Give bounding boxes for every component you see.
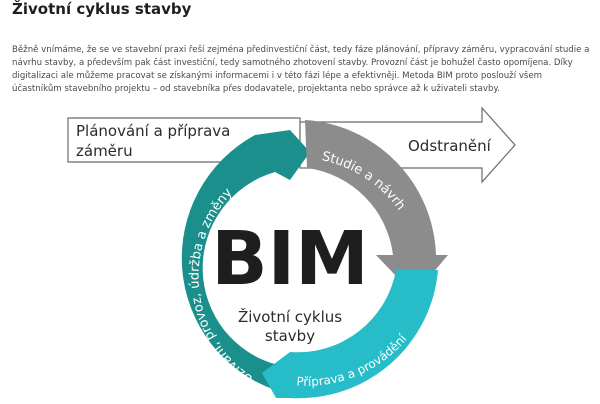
bim-lifecycle-diagram: Užívání, provoz, údržba a změny Studie a…	[0, 100, 600, 400]
bim-cycle-svg: Užívání, provoz, údržba a změny Studie a…	[67, 106, 516, 399]
removal-label: Odstranění	[408, 137, 492, 155]
center-subtitle-line1: Životní cyklus	[238, 307, 342, 326]
cycle-arc-study	[305, 120, 448, 295]
center-subtitle-line2: stavby	[265, 327, 315, 345]
bim-center-label: BIM	[211, 216, 369, 302]
planning-label-line2: záměru	[76, 142, 133, 160]
cycle-arc-usage	[181, 130, 310, 390]
planning-label-line1: Plánování a příprava	[76, 122, 230, 140]
cycle-arc-preparation	[262, 270, 438, 399]
intro-paragraph: Běžně vnímáme, že se ve stavební praxi ř…	[12, 45, 590, 94]
page-title: Životní cyklus stavby	[12, 0, 192, 18]
